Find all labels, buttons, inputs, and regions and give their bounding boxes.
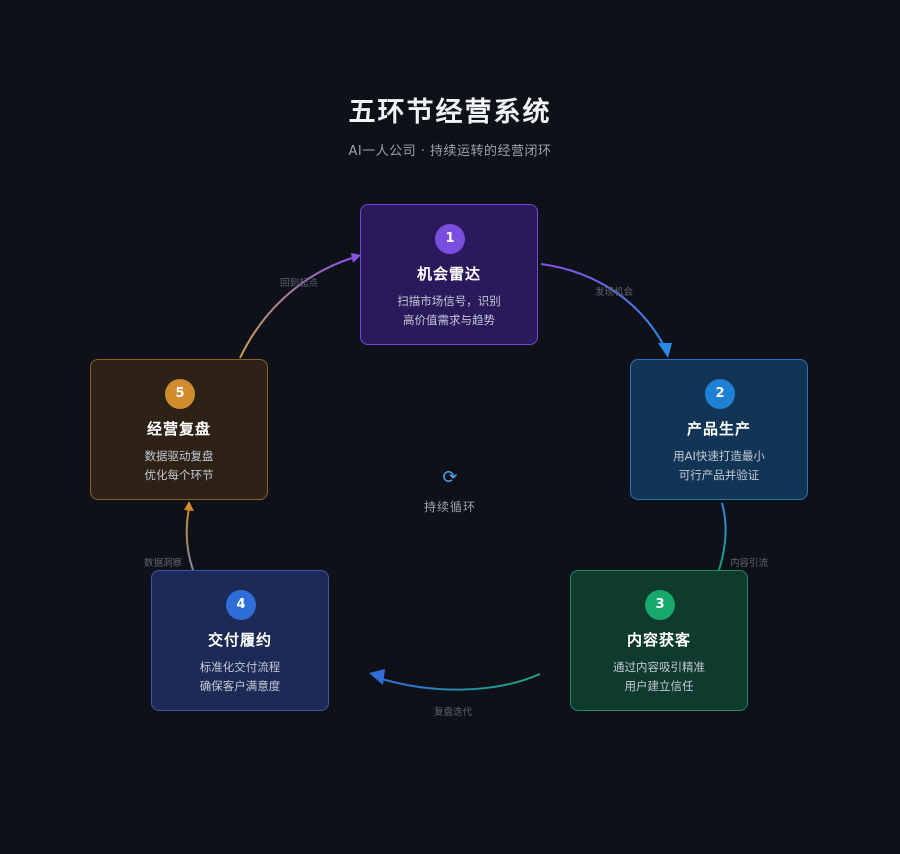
step-description: 扫描市场信号，识别 高价值需求与趋势 (361, 292, 537, 330)
step-description: 通过内容吸引精准 用户建立信任 (571, 658, 747, 696)
step-description: 标准化交付流程 确保客户满意度 (152, 658, 328, 696)
step-title: 交付履约 (207, 631, 272, 649)
step-description-line-2: 用户建立信任 (624, 679, 694, 693)
step-description-line-1: 数据驱动复盘 (144, 449, 214, 463)
step-number-badge: 1 (435, 224, 465, 254)
page-title: 五环节经营系统 (348, 97, 552, 128)
page-subtitle: AI一人公司 · 持续运转的经营闭环 (348, 144, 552, 159)
step-title: 产品生产 (686, 420, 751, 438)
step-description-line-2: 确保客户满意度 (199, 679, 281, 693)
connector-label-1: 发现机会 (595, 287, 634, 298)
step-number-badge: 4 (226, 590, 256, 620)
step-title: 内容获客 (626, 631, 691, 649)
step-description-line-1: 标准化交付流程 (199, 660, 281, 674)
connector-label-4: 数据洞察 (144, 558, 183, 569)
step-description-line-1: 通过内容吸引精准 (613, 660, 705, 674)
step-description: 数据驱动复盘 优化每个环节 (91, 447, 267, 485)
step-card-5: 5 经营复盘 数据驱动复盘 优化每个环节 (90, 359, 268, 500)
connector-3-to-4 (381, 673, 541, 691)
step-number-badge: 5 (165, 379, 195, 409)
step-card-1: 1 机会雷达 扫描市场信号，识别 高价值需求与趋势 (360, 204, 538, 345)
arrowhead-4 (369, 669, 385, 685)
step-description-line-2: 可行产品并验证 (678, 468, 760, 482)
step-number-badge: 2 (705, 379, 735, 409)
step-description-line-2: 优化每个环节 (144, 468, 214, 482)
step-card-2: 2 产品生产 用AI快速打造最小 可行产品并验证 (630, 359, 808, 500)
step-description: 用AI快速打造最小 可行产品并验证 (631, 447, 807, 485)
connector-1-to-2 (540, 263, 665, 347)
connector-label-2: 内容引流 (730, 558, 769, 569)
connector-2-to-3 (718, 502, 727, 571)
connector-label-3: 复盘迭代 (434, 707, 473, 718)
connector-label-5: 回到起点 (280, 278, 319, 289)
arrowhead-5 (184, 501, 194, 511)
step-description-line-1: 用AI快速打造最小 (673, 449, 765, 463)
center-label: 持续循环 (423, 500, 476, 514)
step-description-line-2: 高价值需求与趋势 (403, 313, 495, 327)
connector-5-to-1 (239, 257, 353, 359)
arrowhead-1 (351, 253, 361, 263)
step-title: 经营复盘 (146, 420, 211, 438)
refresh-icon: ⟳ (442, 467, 458, 488)
arrowhead-2 (658, 343, 672, 358)
connector-4-to-5 (185, 507, 194, 571)
step-number-badge: 3 (645, 590, 675, 620)
step-description-line-1: 扫描市场信号，识别 (397, 294, 501, 308)
step-title: 机会雷达 (416, 265, 481, 283)
step-card-4: 4 交付履约 标准化交付流程 确保客户满意度 (151, 570, 329, 711)
step-card-3: 3 内容获客 通过内容吸引精准 用户建立信任 (570, 570, 748, 711)
